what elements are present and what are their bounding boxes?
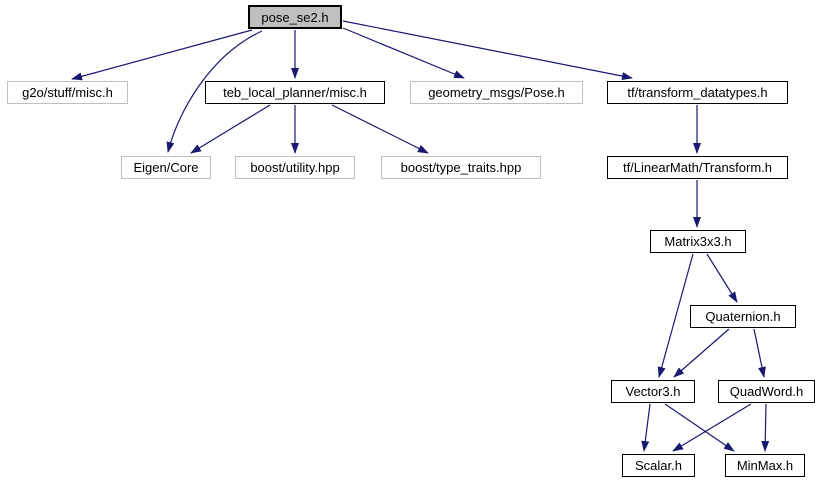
edge-pose_se2-to-tf_datatypes — [342, 20, 633, 80]
edge-pose_se2-to-g2o_misc — [71, 29, 253, 81]
node-label: pose_se2.h — [261, 9, 329, 25]
node-label: Quaternion.h — [705, 309, 781, 324]
node-label: Scalar.h — [635, 458, 682, 473]
node-quaternion[interactable]: Quaternion.h — [690, 305, 796, 328]
node-pose_se2: pose_se2.h — [248, 5, 342, 29]
node-quadword[interactable]: QuadWord.h — [718, 380, 815, 403]
edge-teb_misc-to-eigen_core — [190, 104, 271, 154]
node-tf_datatypes[interactable]: tf/transform_datatypes.h — [607, 81, 788, 104]
node-label: tf/LinearMath/Transform.h — [622, 160, 773, 175]
node-geometry_pose: geometry_msgs/Pose.h — [410, 81, 583, 104]
node-label: geometry_msgs/Pose.h — [428, 85, 565, 100]
node-label: boost/utility.hpp — [250, 160, 340, 175]
node-label: Vector3.h — [625, 384, 681, 399]
node-boost_utility: boost/utility.hpp — [235, 156, 355, 179]
edge-matrix3x3-to-quaternion — [706, 253, 738, 303]
node-label: QuadWord.h — [729, 384, 804, 399]
node-label: Eigen/Core — [133, 160, 199, 175]
node-teb_misc[interactable]: teb_local_planner/misc.h — [205, 81, 385, 104]
edge-vector3-to-scalar — [641, 403, 651, 452]
edge-quadword-to-minmax — [761, 403, 770, 452]
edge-matrix3x3-to-vector3 — [657, 253, 694, 378]
node-label: tf/transform_datatypes.h — [627, 85, 768, 100]
edge-pose_se2-to-geometry_pose — [342, 27, 465, 79]
edge-teb_misc-to-boost_type_traits — [331, 104, 429, 154]
edge-vector3-to-minmax — [664, 403, 735, 452]
node-label: Matrix3x3.h — [664, 234, 732, 249]
node-matrix3x3[interactable]: Matrix3x3.h — [650, 230, 746, 253]
node-label: g2o/stuff/misc.h — [22, 85, 113, 100]
node-label: teb_local_planner/misc.h — [223, 85, 367, 100]
edge-quaternion-to-vector3 — [673, 328, 730, 378]
node-label: MinMax.h — [736, 458, 794, 473]
node-tf_transform[interactable]: tf/LinearMath/Transform.h — [607, 156, 788, 179]
edge-quaternion-to-quadword — [753, 328, 766, 378]
node-eigen_core: Eigen/Core — [121, 156, 211, 179]
node-g2o_misc: g2o/stuff/misc.h — [7, 81, 128, 104]
node-minmax[interactable]: MinMax.h — [725, 454, 805, 477]
node-scalar[interactable]: Scalar.h — [622, 454, 695, 477]
edge-quadword-to-scalar — [672, 403, 752, 452]
node-vector3[interactable]: Vector3.h — [611, 380, 695, 403]
node-boost_type_traits: boost/type_traits.hpp — [381, 156, 541, 179]
node-label: boost/type_traits.hpp — [400, 160, 522, 175]
